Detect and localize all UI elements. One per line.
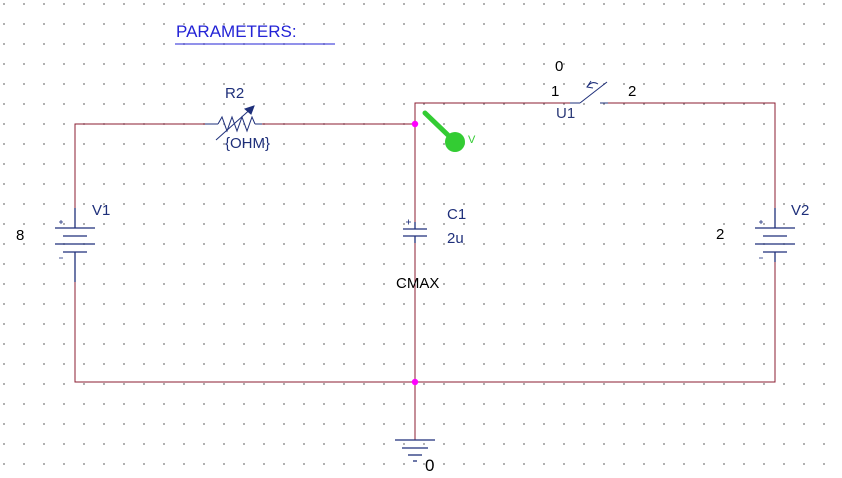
resistor-r2-symbol <box>205 105 262 141</box>
parameters-label: PARAMETERS: <box>176 22 297 41</box>
r2-value-label: {OHM} <box>225 135 271 152</box>
junction-bottom <box>411 378 419 386</box>
ground-symbol <box>395 439 435 462</box>
wire-v1-bottom <box>74 282 415 383</box>
switch-u1-symbol <box>570 80 608 104</box>
capacitor-c1-symbol <box>403 219 427 243</box>
junction-top <box>411 120 419 128</box>
wire-node-to-u1 <box>414 102 570 124</box>
probe-label: V <box>468 134 476 146</box>
wire-v2-bottom <box>415 262 776 383</box>
c1-ref-label: C1 <box>447 206 467 223</box>
v1-ref-label: V1 <box>92 202 111 219</box>
c1-param-label: CMAX <box>396 275 440 292</box>
wire-u1-to-v2 <box>608 102 776 208</box>
voltage-probe-icon <box>422 110 465 152</box>
wires <box>74 102 776 440</box>
u1-ref-label: U1 <box>556 105 576 122</box>
u1-pin1-label: 1 <box>551 83 560 100</box>
v1-value-label: 8 <box>16 227 25 244</box>
junctions <box>411 120 419 386</box>
battery-v2-symbol <box>755 208 795 262</box>
v2-value-label: 2 <box>716 226 725 243</box>
u1-tclose-label: 0 <box>555 58 564 75</box>
u1-pin2-label: 2 <box>628 83 637 100</box>
battery-v1-symbol <box>55 208 95 282</box>
ground-label: 0 <box>425 456 435 475</box>
wire-v1-top-to-r2 <box>74 123 205 208</box>
r2-ref-label: R2 <box>225 85 245 102</box>
c1-value-label: 2u <box>447 230 464 247</box>
v2-ref-label: V2 <box>791 202 810 219</box>
